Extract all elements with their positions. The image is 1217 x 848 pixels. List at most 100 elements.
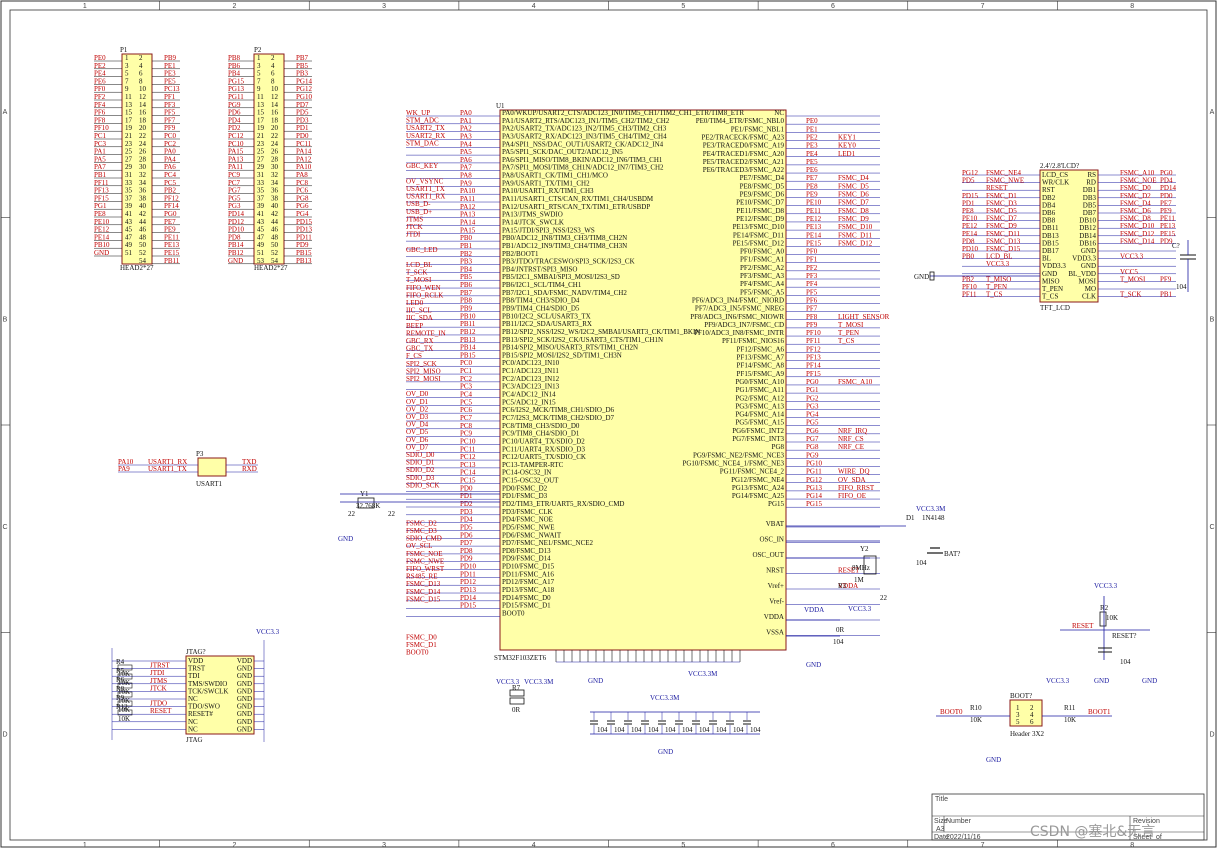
svg-text:3: 3 [1016, 711, 1020, 719]
mcu-left-pin: PA9/USART1_TX/TIM1_CH2 [502, 179, 590, 187]
tb-revision: Revision [1133, 818, 1160, 825]
mcu-left-port: PA12 [460, 203, 476, 211]
mcu-right-pin: PE10/FSMC_D7 [736, 199, 784, 207]
mcu-left-port: PC14 [460, 469, 476, 477]
mcu-left-net: REMOTE_IN [406, 329, 446, 337]
mcu-right-net: KEY0 [838, 142, 856, 150]
mcu-right-pin: PF9/ADC3_IN7/FSMC_CD [704, 321, 784, 329]
p2-pin-left: PB8 [228, 54, 241, 62]
lcd-net-right: FSMC_D8 [1120, 215, 1151, 223]
p2-pin-right: PD5 [296, 109, 309, 117]
mcu-right-net: NRF_IRQ [838, 427, 867, 435]
p1-pin-left: PA7 [94, 163, 106, 171]
mcu-right-pin: PF14/FSMC_A8 [737, 362, 785, 370]
jtag-name: JTAG [186, 736, 203, 744]
p2-pin-right: PA14 [296, 148, 312, 156]
lcd-net-left: T_MISO [986, 275, 1011, 283]
mcu-left-pin: PD2/TIM3_ETR/UART5_RX/SDIO_CMD [502, 500, 624, 508]
mcu-left-port: PD3 [460, 508, 473, 516]
mcu-left-pin: PC4/ADC12_IN14 [502, 391, 556, 399]
mcu-left-pin: PB9/TIM4_CH4/SDIO_D5 [502, 305, 580, 313]
mcu-right-pin: OSC_OUT [752, 551, 784, 559]
mcu-left-pin: PB8/TIM4_CH3/SDIO_D4 [502, 297, 580, 305]
p2-pin-num: 7 [257, 77, 261, 85]
mcu-right-pin: PF15/FSMC_A9 [737, 370, 785, 378]
lcd-port-right: PE7 [1160, 199, 1172, 207]
mcu-left-net: USB_D- [406, 200, 431, 208]
jtag-pin-left: TDO/SWO [188, 703, 220, 711]
p2-pin-right: PG6 [296, 202, 309, 210]
c-22-a: 22 [348, 510, 356, 518]
mcu-right-port: PG10 [806, 459, 822, 467]
mcu-right-pin: PE8/FSMC_D5 [740, 182, 785, 190]
lcd-pin-left: DB8 [1042, 217, 1056, 225]
p1-pin-num: 44 [139, 218, 147, 226]
gnd-osc: GND [338, 535, 353, 543]
p1-pin-num: 37 [125, 194, 133, 202]
p2-pin-left: PC7 [228, 179, 241, 187]
p2-pin-num: 46 [271, 226, 279, 234]
mcu-left-pin: PC5/ADC12_IN15 [502, 398, 556, 406]
column-label: 3 [382, 3, 386, 10]
p1-pin-left: PF8 [94, 116, 106, 124]
mcu-left-pin: PB15/SPI2_MOSI/I2S2_SD/TIM1_CH3N [502, 351, 622, 359]
column-label: 8 [1130, 842, 1134, 848]
p1-pin-num: 17 [125, 116, 133, 124]
mcu-right-net: FIFO_OE [838, 492, 866, 500]
mcu-right-port: PF10 [806, 329, 821, 337]
mcu-left-pin: PB10/I2C2_SCL/USART3_TX [502, 312, 591, 320]
lcd-pin-left: DB4 [1042, 201, 1056, 209]
p1-pin-num: 19 [125, 124, 133, 132]
lcd-net-right: FSMC_A10 [1120, 169, 1155, 177]
p1-pin-left: PE2 [94, 62, 106, 70]
jtag-resistor: R5 [116, 667, 125, 675]
mcu-left-pin: PC2/ADC123_IN12 [502, 375, 560, 383]
mcu-left-pin: PA11/USART1_CTS/CAN_RX/TIM1_CH4/USBDM [502, 195, 654, 203]
p2-pin-num: 35 [257, 187, 265, 195]
mcu-right-port: PG6 [806, 427, 819, 435]
mcu-left-net: FSMC_D3 [406, 527, 437, 535]
p1-pin-right: PG0 [164, 210, 177, 218]
lcd-pin-right: GND [1081, 262, 1096, 270]
p2-pin-num: 36 [271, 187, 279, 195]
jtag-pin-right: GND [237, 665, 252, 673]
jtag-vcc: VCC3.3 [256, 628, 280, 636]
mcu-right-net: FSMC_D8 [838, 207, 869, 215]
mcu-right-pin: PG3/FSMC_A13 [735, 402, 784, 410]
mcu-right-pin: PF0/FSMC_A0 [740, 248, 784, 256]
lcd-pin-right: BL_VDD [1068, 270, 1096, 278]
p2-pin-right: PB3 [296, 70, 309, 78]
mcu-right-pin: NRST [766, 567, 785, 575]
mcu-left-pin: PC8/TIM8_CH3/SDIO_D0 [502, 422, 580, 430]
decoupling-cap-value: 104 [614, 726, 625, 734]
mcu-right-net: KEY1 [838, 133, 856, 141]
p1-pin-num: 26 [139, 148, 147, 156]
mcu-right-pin: PE5/TRACED2/FSMC_A21 [703, 158, 785, 166]
mcu-left-port: PB0 [460, 234, 473, 242]
mcu-left-port: PC3 [460, 383, 473, 391]
mcu-right-port: PG15 [806, 500, 822, 508]
mcu-right-net: VDDA [838, 582, 858, 590]
mcu-left-net: STM_DAC [406, 139, 439, 147]
mcu-right-net: WIRE_DQ [838, 468, 870, 476]
mcu-left-port: PD2 [460, 500, 473, 508]
mcu-left-net: GBC_KEY [406, 162, 438, 170]
jtag-pin-right: GND [237, 725, 252, 733]
mcu-right-pin: PE12/FSMC_D9 [736, 215, 784, 223]
mcu-left-port: PD15 [460, 602, 476, 610]
column-label: 1 [83, 3, 87, 10]
mcu-left-port: PD12 [460, 578, 476, 586]
mcu-right-port: PG2 [806, 394, 819, 402]
p1-pin-num: 4 [139, 62, 143, 70]
column-label: 7 [981, 842, 985, 848]
mcu-left-pin: PC7/I2S3_MCK/TIM8_CH2/SDIO_D7 [502, 414, 615, 422]
lcd-pin-left: LCD_CS [1042, 171, 1068, 179]
p2-pin-num: 54 [271, 257, 279, 265]
lcd-pin-left: T_PEN [1042, 285, 1063, 293]
mcu-right-port: PE5 [806, 158, 818, 166]
p2-pin-num: 49 [257, 241, 265, 249]
p1-pin-num: 8 [139, 77, 143, 85]
mcu-left-net: OV_VSYNC [406, 177, 444, 185]
mcu-right-net: FSMC_D7 [838, 199, 869, 207]
